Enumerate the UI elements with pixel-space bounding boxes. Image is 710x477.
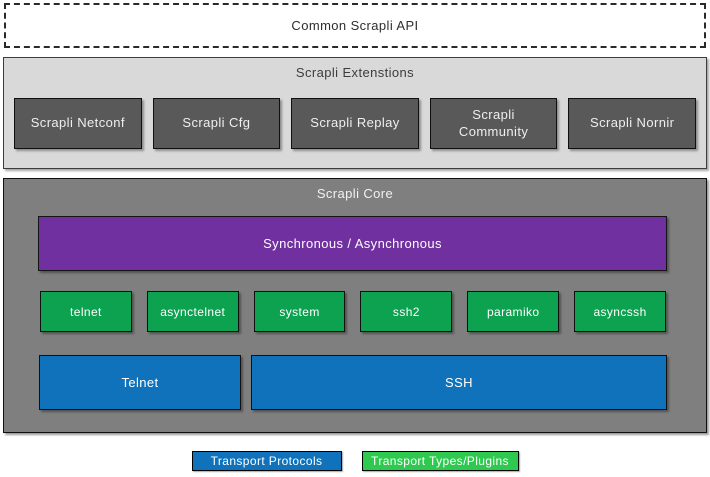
transport-plugin-paramiko: paramiko bbox=[467, 291, 560, 332]
scrapli-extensions-section: Scrapli Extenstions Scrapli Netconf Scra… bbox=[3, 57, 707, 169]
scrapli-core-title: Scrapli Core bbox=[316, 186, 394, 201]
transport-plugin-telnet: telnet bbox=[40, 291, 132, 332]
extension-box-replay: Scrapli Replay bbox=[291, 98, 419, 149]
legend-transport-types-plugins: Transport Types/Plugins bbox=[361, 451, 519, 471]
extension-box-cfg: Scrapli Cfg bbox=[152, 98, 281, 149]
transport-plugin-asyncssh: asyncssh bbox=[574, 291, 666, 332]
sync-async-label: Synchronous / Asynchronous bbox=[263, 236, 442, 251]
protocol-label: Telnet bbox=[121, 375, 159, 390]
plugin-label: ssh2 bbox=[392, 304, 420, 319]
legend: Transport Protocols Transport Types/Plug… bbox=[0, 451, 710, 472]
legend-label: Transport Protocols bbox=[210, 454, 323, 468]
extension-label: Scrapli Community bbox=[458, 107, 529, 139]
scrapli-core-section: Scrapli Core Synchronous / Asynchronous … bbox=[3, 178, 707, 433]
extension-label: Scrapli Cfg bbox=[182, 115, 251, 131]
scrapli-extensions-title: Scrapli Extenstions bbox=[295, 65, 415, 80]
sync-async-box: Synchronous / Asynchronous bbox=[38, 216, 667, 271]
extension-box-netconf: Scrapli Netconf bbox=[14, 98, 142, 149]
plugin-label: asyncssh bbox=[593, 304, 647, 319]
transport-plugin-ssh2: ssh2 bbox=[360, 291, 453, 332]
transport-protocol-telnet: Telnet bbox=[39, 355, 241, 410]
extensions-row: Scrapli Netconf Scrapli Cfg Scrapli Repl… bbox=[14, 98, 696, 149]
transport-plugin-system: system bbox=[253, 291, 346, 332]
transport-plugin-asynctelnet: asynctelnet bbox=[146, 291, 239, 332]
extension-box-community: Scrapli Community bbox=[429, 98, 558, 149]
transport-protocol-ssh: SSH bbox=[251, 355, 667, 410]
extension-box-nornir: Scrapli Nornir bbox=[568, 98, 696, 149]
legend-label: Transport Types/Plugins bbox=[371, 454, 509, 468]
transport-plugins-row: telnet asynctelnet system ssh2 paramiko … bbox=[40, 291, 666, 332]
transport-protocols-row: Telnet SSH bbox=[39, 355, 667, 410]
extension-label: Scrapli Netconf bbox=[30, 115, 125, 131]
legend-transport-protocols: Transport Protocols bbox=[191, 451, 342, 471]
protocol-label: SSH bbox=[445, 375, 473, 390]
common-scrapli-api-label: Common Scrapli API bbox=[291, 18, 419, 33]
extension-label: Scrapli Replay bbox=[310, 115, 400, 131]
plugin-label: system bbox=[279, 304, 320, 319]
extension-label: Scrapli Nornir bbox=[590, 115, 675, 131]
common-scrapli-api-box: Common Scrapli API bbox=[4, 3, 706, 48]
plugin-label: asynctelnet bbox=[160, 304, 226, 319]
plugin-label: paramiko bbox=[486, 304, 540, 319]
plugin-label: telnet bbox=[70, 304, 102, 319]
